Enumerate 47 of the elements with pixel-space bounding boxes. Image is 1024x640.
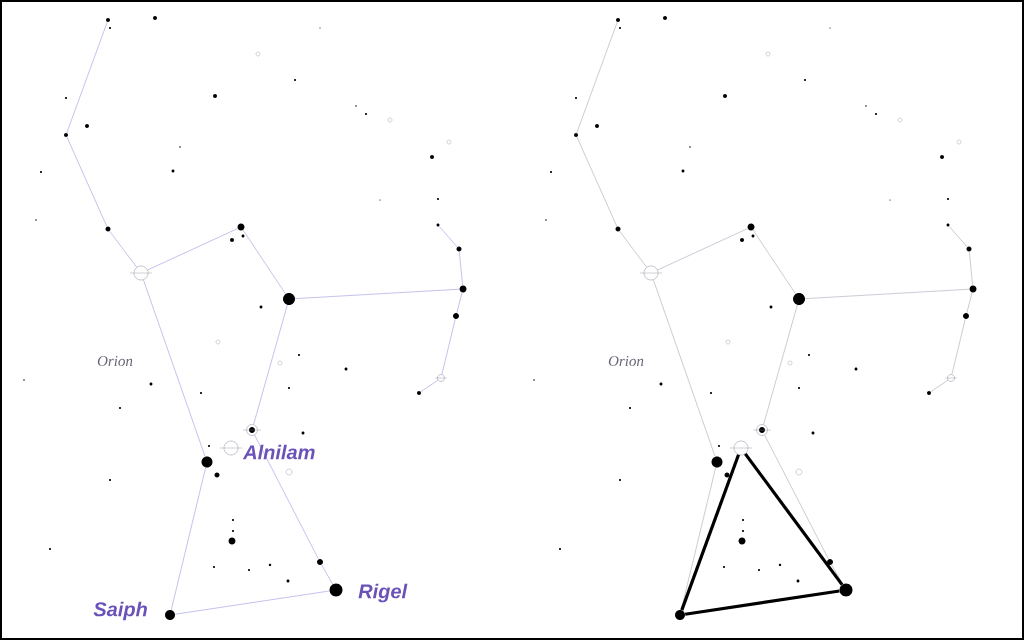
- constellation-line: [420, 379, 439, 393]
- star-name: Rigel: [358, 583, 408, 603]
- constellation-line: [66, 21, 108, 134]
- constellation-line: [948, 226, 968, 248]
- constellation-line: [294, 288, 460, 299]
- constellation-line: [763, 304, 798, 425]
- constellation-line: [170, 467, 206, 611]
- star-ring: [729, 440, 753, 456]
- star-ring: [435, 374, 447, 382]
- star-name: Saiph: [93, 601, 147, 621]
- constellation-line: [458, 251, 463, 286]
- constellation-line: [764, 434, 829, 560]
- constellation-line: [744, 452, 844, 586]
- constellation-line: [966, 292, 973, 314]
- constellation-line: [804, 288, 970, 299]
- star-ring: [219, 440, 243, 456]
- constellation-line: [680, 454, 741, 611]
- star-name: Alnilam: [242, 444, 315, 460]
- constellation-line: [253, 304, 288, 425]
- constellation-line: [969, 251, 973, 286]
- constellation-line: [930, 379, 949, 393]
- constellation-line: [174, 590, 330, 615]
- constellation-name: Orion: [97, 355, 133, 367]
- star-ring: [752, 424, 772, 436]
- constellation-line: [321, 564, 333, 585]
- constellation-line: [109, 230, 137, 268]
- constellation-name: Orion: [608, 355, 644, 367]
- constellation-line: [653, 279, 716, 457]
- constellation-line: [576, 21, 618, 134]
- constellation-line: [576, 136, 618, 227]
- constellation-line: [147, 228, 238, 271]
- constellation-line: [456, 292, 463, 314]
- constellation-line: [66, 136, 108, 227]
- constellation-line: [242, 229, 286, 295]
- constellation-line: [143, 279, 206, 457]
- star-ring: [242, 424, 262, 436]
- constellation-line: [951, 318, 966, 375]
- constellation-line: [441, 318, 456, 375]
- star-ring: [129, 265, 153, 281]
- constellation-line: [619, 230, 647, 268]
- constellation-line: [254, 434, 319, 560]
- constellation-line: [438, 226, 458, 248]
- constellation-line: [752, 229, 796, 295]
- star-ring: [639, 265, 663, 281]
- star-ring: [945, 374, 957, 382]
- constellation-line: [684, 589, 840, 616]
- constellation-line: [657, 228, 748, 271]
